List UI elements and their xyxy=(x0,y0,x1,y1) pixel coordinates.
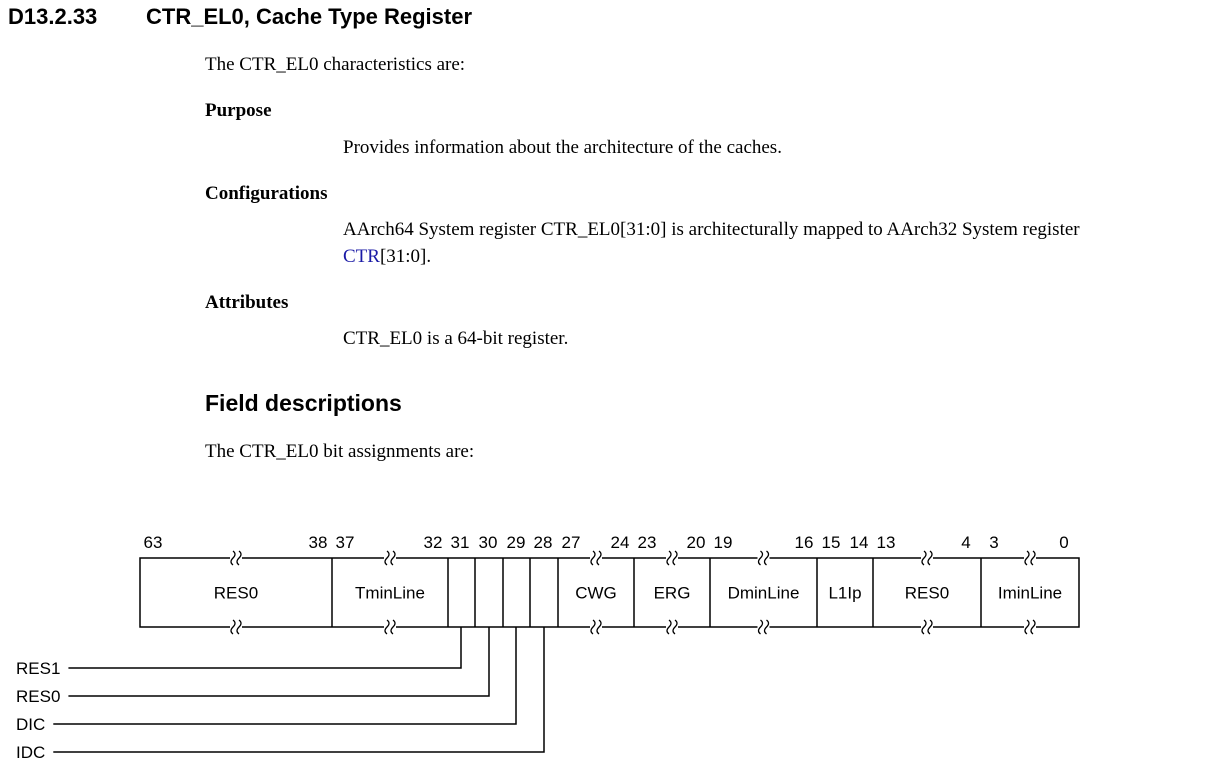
bit-number-label: 24 xyxy=(611,533,630,552)
bit-range-break-icon xyxy=(1024,619,1036,635)
section-header: D13.2.33 CTR_EL0, Cache Type Register xyxy=(8,4,472,30)
bit-range-break-icon xyxy=(666,550,678,566)
bit-range-break-icon xyxy=(757,550,770,566)
bit-range-break-icon xyxy=(1024,550,1036,566)
bit-range-break-icon xyxy=(757,619,770,635)
callout-leader-line xyxy=(68,627,490,697)
bit-number-label: 15 xyxy=(822,533,841,552)
field-res0: RES0 xyxy=(905,584,949,603)
field-res0: RES0 xyxy=(214,584,258,603)
bit-number-label: 29 xyxy=(507,533,526,552)
callout-leader-line xyxy=(53,627,545,753)
callout-label-idc: IDC xyxy=(16,743,45,762)
bit-number-label: 38 xyxy=(309,533,328,552)
ctr-link-suffix: [31:0]. xyxy=(379,246,432,267)
bit-range-break-icon xyxy=(590,550,602,566)
bit-number-label: 16 xyxy=(795,533,814,552)
callout-label-res0: RES0 xyxy=(16,687,60,706)
field-descriptions-intro: The CTR_EL0 bit assignments are: xyxy=(205,441,475,462)
bit-number-label: 14 xyxy=(850,533,869,552)
bit-range-break-icon xyxy=(921,550,933,566)
bit-number-label: 32 xyxy=(424,533,443,552)
bit-number-label: 13 xyxy=(877,533,896,552)
bit-number-label: 27 xyxy=(562,533,581,552)
field-erg: ERG xyxy=(654,584,691,603)
bit-number-label: 23 xyxy=(638,533,657,552)
field-dminline: DminLine xyxy=(728,584,800,603)
intro-text: The CTR_EL0 characteristics are: xyxy=(205,54,466,75)
bit-range-break-icon xyxy=(230,619,242,635)
purpose-heading: Purpose xyxy=(205,100,272,121)
bit-number-label: 28 xyxy=(534,533,553,552)
bit-range-break-icon xyxy=(384,619,396,635)
bit-number-label: 19 xyxy=(714,533,733,552)
register-outline xyxy=(139,557,1080,628)
bit-number-label: 37 xyxy=(336,533,355,552)
field-l1ip: L1Ip xyxy=(828,584,861,603)
bit-number-label: 31 xyxy=(451,533,470,552)
bit-number-label: 3 xyxy=(989,533,998,552)
configurations-text-line2: CTR[31:0]. xyxy=(343,246,431,268)
field-iminline: IminLine xyxy=(998,584,1062,603)
configurations-text: AArch64 System register CTR_EL0[31:0] is… xyxy=(343,219,1080,240)
attributes-text: CTR_EL0 is a 64-bit register. xyxy=(343,328,569,349)
bit-number-label: 63 xyxy=(144,533,163,552)
callout-leader-line xyxy=(68,627,462,669)
bit-range-break-icon xyxy=(666,619,678,635)
ctr-link[interactable]: CTR xyxy=(343,246,380,267)
bit-number-label: 4 xyxy=(961,533,970,552)
callout-label-res1: RES1 xyxy=(16,659,60,678)
bit-range-break-icon xyxy=(590,619,602,635)
callout-leader-line xyxy=(53,627,517,725)
bit-range-break-icon xyxy=(384,550,396,566)
purpose-text: Provides information about the architect… xyxy=(343,137,782,158)
section-title: CTR_EL0, Cache Type Register xyxy=(146,4,473,29)
field-descriptions-heading: Field descriptions xyxy=(205,390,402,416)
bit-number-label: 20 xyxy=(687,533,706,552)
section-number: D13.2.33 xyxy=(8,4,98,29)
bit-number-label: 0 xyxy=(1059,533,1068,552)
bit-range-break-icon xyxy=(921,619,933,635)
field-tminline: TminLine xyxy=(355,584,425,603)
callout-label-dic: DIC xyxy=(16,715,45,734)
bit-number-label: 30 xyxy=(479,533,498,552)
bit-range-break-icon xyxy=(230,550,242,566)
field-cwg: CWG xyxy=(575,584,617,603)
attributes-heading: Attributes xyxy=(205,292,289,313)
configurations-heading: Configurations xyxy=(205,183,328,204)
